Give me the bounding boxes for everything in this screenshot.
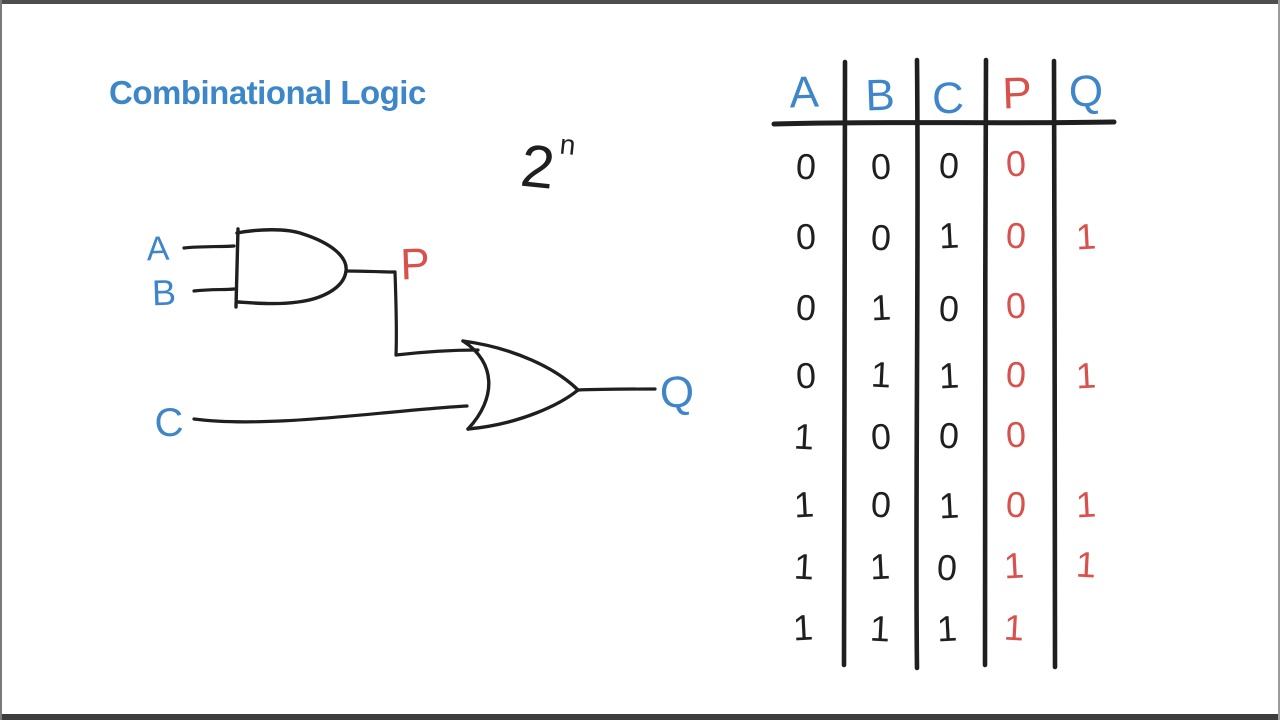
circuit-label-b: B (151, 271, 177, 314)
wire-output-q (576, 387, 657, 392)
cell-r6-a: 1 (792, 483, 816, 526)
circuit-label-a: A (146, 229, 170, 269)
cell-r5-b: 0 (869, 415, 893, 458)
annotation-base: 2 (517, 131, 558, 202)
cell-r5-c: 0 (937, 414, 961, 457)
cell-r3-a: 0 (794, 286, 818, 329)
cell-r1-a: 0 (794, 145, 818, 188)
cell-r7-q: 1 (1074, 543, 1098, 586)
annotation-exponent: n (558, 128, 578, 161)
circuit-label-q: Q (659, 367, 695, 418)
cell-r4-b: 1 (869, 353, 893, 396)
cell-r1-c: 0 (937, 144, 961, 187)
table-header-c: C (931, 73, 965, 124)
cell-r2-b: 0 (869, 216, 893, 259)
cell-r6-p: 0 (1004, 483, 1028, 526)
cell-r4-a: 0 (794, 354, 818, 397)
table-header-a: A (788, 67, 820, 118)
table-header-p: P (1001, 68, 1033, 119)
wire-input-a (182, 244, 236, 250)
cell-r8-c: 1 (935, 607, 959, 650)
or-gate (461, 339, 657, 431)
cell-r6-c: 1 (937, 484, 961, 527)
and-gate (182, 227, 348, 309)
cell-r4-p: 0 (1004, 353, 1028, 396)
frame-edge-top (0, 0, 1280, 4)
wire-input-c (192, 404, 469, 424)
circuit-label-p: P (399, 239, 431, 290)
wire-input-b (192, 287, 236, 293)
cell-r4-q: 1 (1074, 354, 1098, 397)
table-header-q: Q (1068, 66, 1104, 117)
cell-r1-b: 0 (869, 145, 893, 188)
cell-r8-p: 1 (1002, 606, 1026, 649)
two-power-n-annotation: 2n (518, 128, 577, 202)
cell-r8-b: 1 (868, 607, 892, 650)
cell-r6-q: 1 (1074, 483, 1098, 526)
cell-r3-c: 0 (937, 287, 961, 330)
cell-r7-p: 1 (1002, 544, 1026, 587)
wire-p (344, 269, 480, 357)
cell-r8-a: 1 (791, 606, 815, 649)
cell-r7-c: 0 (935, 546, 959, 589)
cell-r1-p: 0 (1004, 142, 1028, 185)
cell-r2-a: 0 (794, 215, 818, 258)
cell-r7-b: 1 (868, 545, 892, 588)
cell-r5-p: 0 (1004, 413, 1028, 456)
cell-r2-c: 1 (937, 214, 961, 257)
frame-edge-bottom (0, 714, 1280, 720)
cell-r5-a: 1 (792, 415, 816, 458)
cell-r2-q: 1 (1074, 215, 1098, 258)
cell-r6-b: 0 (869, 483, 893, 526)
cell-r2-p: 0 (1004, 214, 1028, 257)
cell-r7-a: 1 (792, 545, 816, 588)
frame-edge-right (1278, 0, 1280, 720)
truth-table-grid (771, 57, 1117, 671)
cell-r3-b: 1 (869, 286, 893, 329)
cell-r4-c: 1 (937, 354, 961, 397)
frame-edge-left (0, 0, 2, 720)
cell-r3-p: 0 (1004, 284, 1028, 327)
page-title: Combinational Logic (109, 74, 426, 111)
circuit-label-c: C (153, 400, 185, 446)
table-header-b: B (864, 70, 896, 121)
